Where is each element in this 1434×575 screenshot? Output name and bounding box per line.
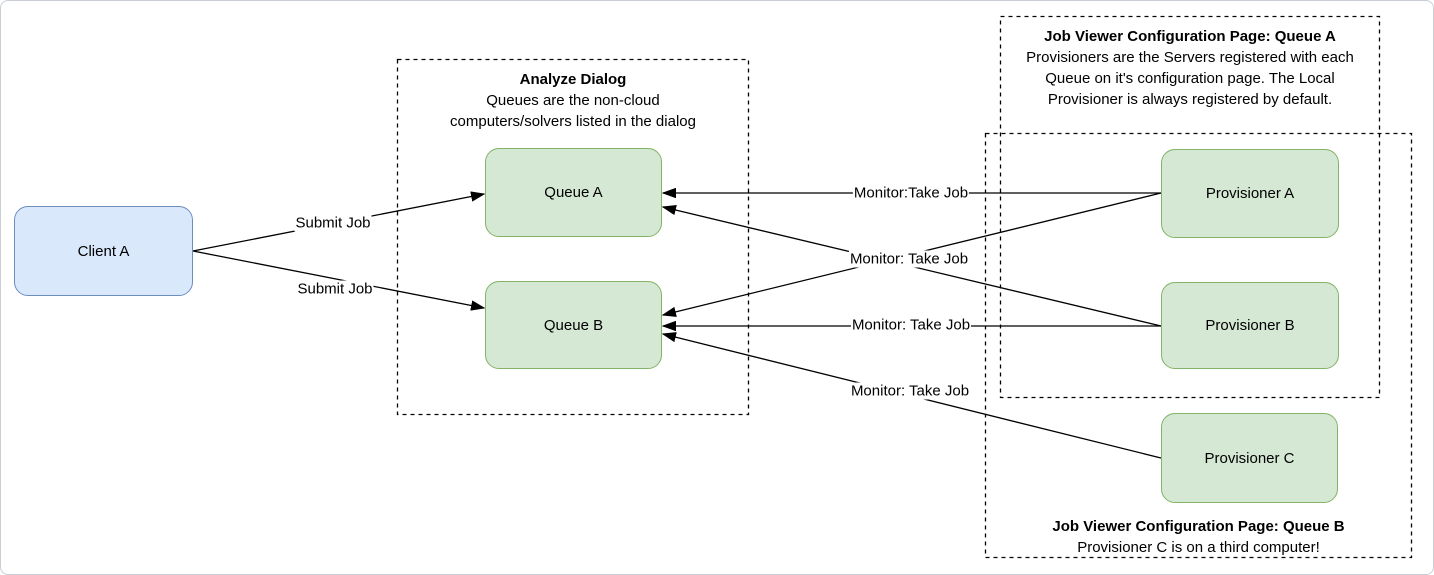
node-provisioner-c: Provisioner C: [1161, 413, 1338, 503]
node-provisioner-a-label: Provisioner A: [1205, 185, 1295, 202]
edge-label-monitor-take-job-2: Monitor: Take Job: [848, 250, 970, 268]
node-client-a: Client A: [14, 206, 193, 296]
node-provisioner-c-label: Provisioner C: [1204, 449, 1295, 467]
config-queue-a-description: Provisioners are the Servers registered …: [1026, 49, 1354, 108]
edge-label-monitor-take-job-1: Monitor:Take Job: [852, 184, 970, 202]
analyze-dialog-header: Analyze Dialog Queues are the non-cloud …: [433, 69, 713, 132]
analyze-dialog-title: Analyze Dialog: [519, 71, 627, 88]
edge-label-monitor-take-job-3: Monitor: Take Job: [850, 316, 972, 334]
edge-client-a-to-queue-b: [192, 250, 484, 308]
edge-label-monitor-take-job-4: Monitor: Take Job: [849, 382, 971, 400]
node-provisioner-a: Provisioner A: [1161, 149, 1339, 238]
edge-label-submit-job-queue-a: Submit Job: [294, 214, 372, 232]
group-analyze-dialog-box: [396, 58, 750, 416]
edge-label-submit-job-queue-b: Submit Job: [296, 280, 374, 298]
config-queue-b-title: Job Viewer Configuration Page: Queue B: [1052, 518, 1345, 535]
config-queue-a-title: Job Viewer Configuration Page: Queue A: [1044, 28, 1336, 45]
group-config-queue-b-box: [984, 132, 1413, 559]
node-queue-a-label: Queue A: [544, 184, 603, 201]
group-config-queue-a-box: [999, 15, 1381, 399]
analyze-dialog-description: Queues are the non-cloud computers/solve…: [450, 92, 696, 130]
config-queue-b-description: Provisioner C is on a third computer!: [1077, 539, 1320, 556]
config-queue-b-footer: Job Viewer Configuration Page: Queue B P…: [990, 516, 1407, 558]
node-client-a-label: Client A: [77, 242, 130, 260]
node-queue-b-label: Queue B: [543, 316, 604, 334]
node-provisioner-b-label: Provisioner B: [1205, 317, 1295, 334]
node-queue-a: Queue A: [485, 148, 662, 237]
node-queue-b: Queue B: [485, 281, 662, 369]
node-provisioner-b: Provisioner B: [1161, 282, 1339, 369]
config-queue-a-header: Job Viewer Configuration Page: Queue A P…: [1008, 26, 1372, 110]
